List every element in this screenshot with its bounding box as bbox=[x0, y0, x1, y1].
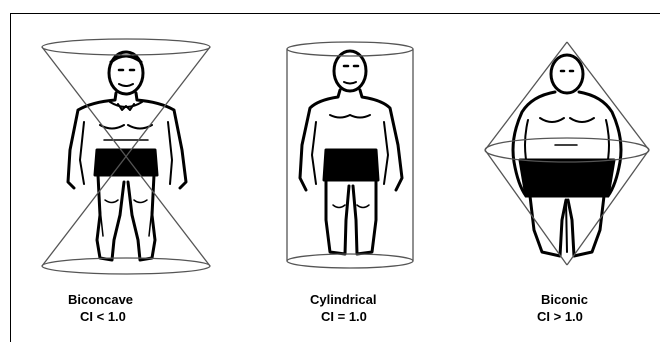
cylindrical-index-label: CI = 1.0 bbox=[321, 309, 367, 325]
cylindrical-figure bbox=[287, 42, 413, 268]
biconic-index-label: CI > 1.0 bbox=[537, 309, 583, 325]
cylindrical-person-silhouette bbox=[300, 51, 402, 254]
biconic-person-silhouette bbox=[513, 55, 621, 256]
biconcave-name-label: Biconcave bbox=[68, 292, 133, 308]
biconic-name-label: Biconic bbox=[541, 292, 588, 308]
biconcave-figure bbox=[42, 39, 210, 274]
biconic-figure bbox=[485, 42, 649, 265]
biconcave-index-label: CI < 1.0 bbox=[80, 309, 126, 325]
cylindrical-name-label: Cylindrical bbox=[310, 292, 376, 308]
